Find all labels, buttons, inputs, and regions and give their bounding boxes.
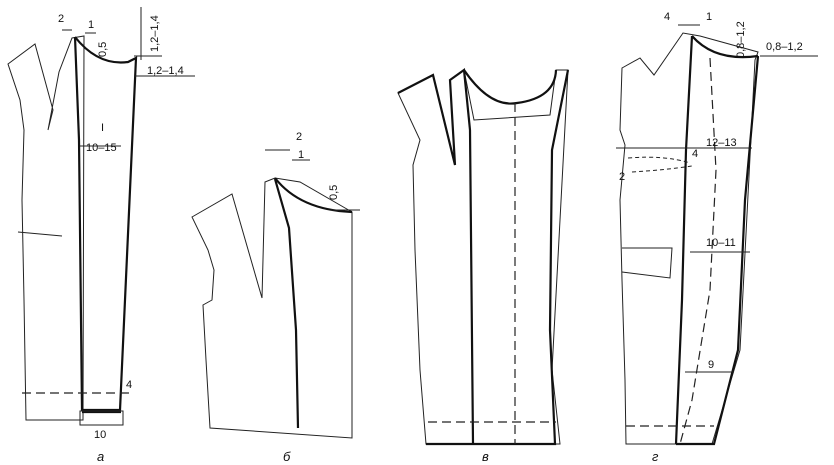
panel-g-dim-neck: 0,8–1,2 bbox=[735, 21, 747, 58]
panel-b-dim-2: 2 bbox=[296, 131, 302, 143]
panel-g-dart bbox=[627, 156, 693, 173]
panel-a-dim-05: 0,5 bbox=[97, 42, 109, 57]
panel-g-caption: г bbox=[652, 449, 659, 464]
panel-a-dim-1: 1 bbox=[88, 19, 94, 31]
panel-g-dim-1213: 12–13 bbox=[706, 137, 737, 149]
panel-a-side-line bbox=[17, 231, 63, 237]
panel-g: 4 1 0,8–1,2 0,8–1,2 12–13 4 2 10–11 9 г bbox=[616, 11, 818, 464]
panel-v-neckline bbox=[463, 69, 558, 105]
panel-a-dim-2: 2 bbox=[58, 13, 64, 25]
panel-g-dim-1011: 10–11 bbox=[706, 237, 736, 249]
panel-a-facing-hem bbox=[79, 410, 124, 426]
panel-b-caption: б bbox=[283, 449, 291, 464]
panel-v-left-edge bbox=[397, 68, 475, 445]
panel-a-dim-mark: I bbox=[101, 122, 104, 134]
panel-b: 2 1 0,5 б bbox=[191, 131, 360, 464]
panel-a-dim-top-2: 1,2–1,4 bbox=[147, 65, 184, 77]
panel-g-dim-4-side: 4 bbox=[692, 148, 698, 160]
panel-b-outline bbox=[191, 177, 353, 439]
panel-a-caption: а bbox=[97, 449, 104, 464]
panel-g-dim-1: 1 bbox=[706, 11, 712, 23]
panel-a-dim-4: 4 bbox=[126, 379, 132, 391]
panel-g-dim-4: 4 bbox=[664, 11, 670, 23]
panel-a-dim-mid: 10–15 bbox=[86, 142, 117, 154]
panel-a-facing bbox=[73, 36, 138, 412]
panel-a-dim-10: 10 bbox=[94, 429, 106, 441]
panel-v-caption: в bbox=[482, 449, 489, 464]
panel-v-outline bbox=[397, 69, 569, 445]
panel-g-front-edge bbox=[674, 35, 694, 445]
panel-g-dim-2-side: 2 bbox=[619, 171, 625, 183]
panel-b-front-edge bbox=[273, 178, 300, 429]
panel-g-inner-dash bbox=[679, 57, 717, 445]
panel-a-dim-top-1: 1,2–1,4 bbox=[149, 15, 161, 52]
panel-a: 2 1 0,5 1,2–1,4 1,2–1,4 I 10–15 4 10 а bbox=[7, 7, 195, 464]
panel-b-shoulder-edge bbox=[274, 177, 353, 214]
panel-g-dim-shoulder: 0,8–1,2 bbox=[766, 41, 803, 53]
panel-b-dim-1: 1 bbox=[298, 149, 304, 161]
panel-g-pocket bbox=[621, 247, 673, 279]
panel-v-right-edge bbox=[426, 69, 570, 446]
panel-g-neckline bbox=[691, 35, 759, 59]
panel-g-dim-9: 9 bbox=[708, 359, 714, 371]
panel-g-side-edge bbox=[676, 55, 760, 446]
panel-b-dim-05: 0,5 bbox=[328, 185, 340, 200]
panel-a-outline bbox=[7, 35, 85, 421]
panel-v: в bbox=[397, 68, 570, 464]
